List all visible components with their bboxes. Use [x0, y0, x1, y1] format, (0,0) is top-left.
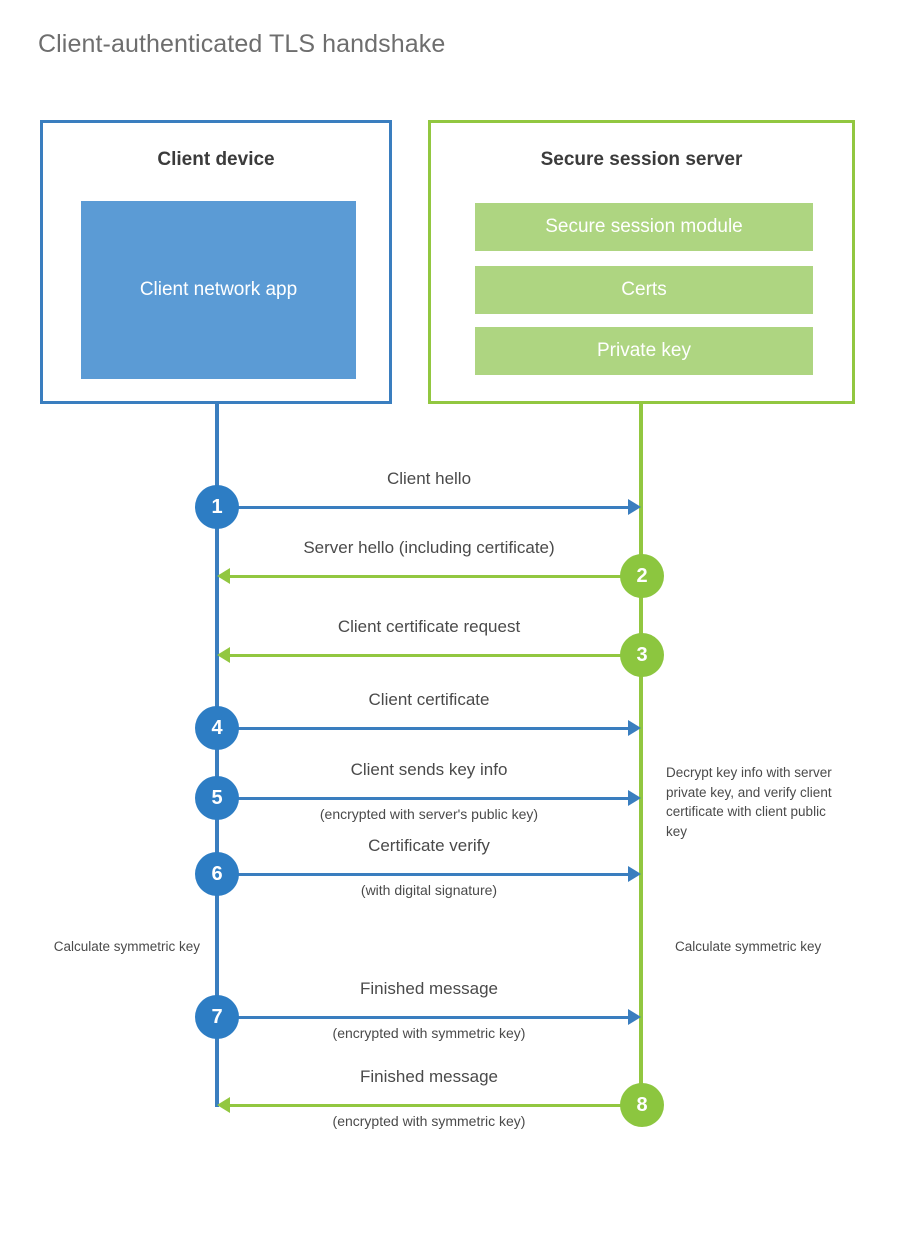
arrow-head-left-icon	[217, 647, 230, 663]
arrow-line-step-4	[217, 727, 630, 730]
message-label-step-3: Client certificate request	[337, 617, 521, 636]
participant-box-server: Secure session server Secure session mod…	[428, 120, 855, 404]
step-circle-5[interactable]: 5	[195, 776, 239, 820]
arrow-line-step-3	[228, 654, 641, 657]
lifeline-client	[215, 404, 219, 1107]
page-title: Client-authenticated TLS handshake	[38, 30, 446, 58]
arrow-head-right-icon	[628, 866, 641, 882]
annotation-server-decrypt: Decrypt key info with server private key…	[666, 765, 832, 839]
arrow-head-left-icon	[217, 568, 230, 584]
server-block-certs: Certs	[475, 266, 813, 314]
message-label-step-6: Certificate verify	[368, 836, 490, 855]
message-label-step-4: Client certificate	[368, 690, 490, 709]
message-label-step-8: Finished message	[360, 1067, 498, 1086]
step-circle-3[interactable]: 3	[620, 633, 664, 677]
message-label-step-2: Server hello (including certificate)	[303, 538, 555, 557]
message-sublabel-step-7: (encrypted with symmetric key)	[332, 1025, 526, 1041]
arrow-line-step-5	[217, 797, 630, 800]
message-sublabel-step-5: (encrypted with server's public key)	[319, 806, 539, 822]
lifeline-server	[639, 404, 643, 1106]
arrow-line-step-2	[228, 575, 641, 578]
step-circle-1[interactable]: 1	[195, 485, 239, 529]
annotation-server-calculate-symmetric-key: Calculate symmetric key	[675, 939, 822, 954]
message-sublabel-step-6: (with digital signature)	[360, 882, 498, 898]
participant-title-server: Secure session server	[540, 149, 743, 170]
step-circle-2[interactable]: 2	[620, 554, 664, 598]
step-circle-7[interactable]: 7	[195, 995, 239, 1039]
arrow-line-step-8	[228, 1104, 641, 1107]
step-circle-6[interactable]: 6	[195, 852, 239, 896]
participant-box-client: Client device Client network app	[40, 120, 392, 404]
arrow-head-right-icon	[628, 720, 641, 736]
message-label-step-7: Finished message	[360, 979, 498, 998]
annotation-client-calculate-symmetric-key: Calculate symmetric key	[53, 939, 200, 954]
step-circle-8[interactable]: 8	[620, 1083, 664, 1127]
participant-title-client: Client device	[157, 149, 275, 170]
arrow-line-step-1	[217, 506, 630, 509]
message-label-step-5: Client sends key info	[350, 760, 508, 779]
arrow-head-right-icon	[628, 499, 641, 515]
arrow-head-right-icon	[628, 790, 641, 806]
server-block-secure-session-module: Secure session module	[475, 203, 813, 251]
step-circle-4[interactable]: 4	[195, 706, 239, 750]
client-network-app-block: Client network app	[81, 201, 356, 379]
arrow-head-right-icon	[628, 1009, 641, 1025]
arrow-head-left-icon	[217, 1097, 230, 1113]
server-block-private-key: Private key	[475, 327, 813, 375]
message-sublabel-step-8: (encrypted with symmetric key)	[332, 1113, 526, 1129]
arrow-line-step-6	[217, 873, 630, 876]
arrow-line-step-7	[217, 1016, 630, 1019]
message-label-step-1: Client hello	[386, 469, 472, 488]
